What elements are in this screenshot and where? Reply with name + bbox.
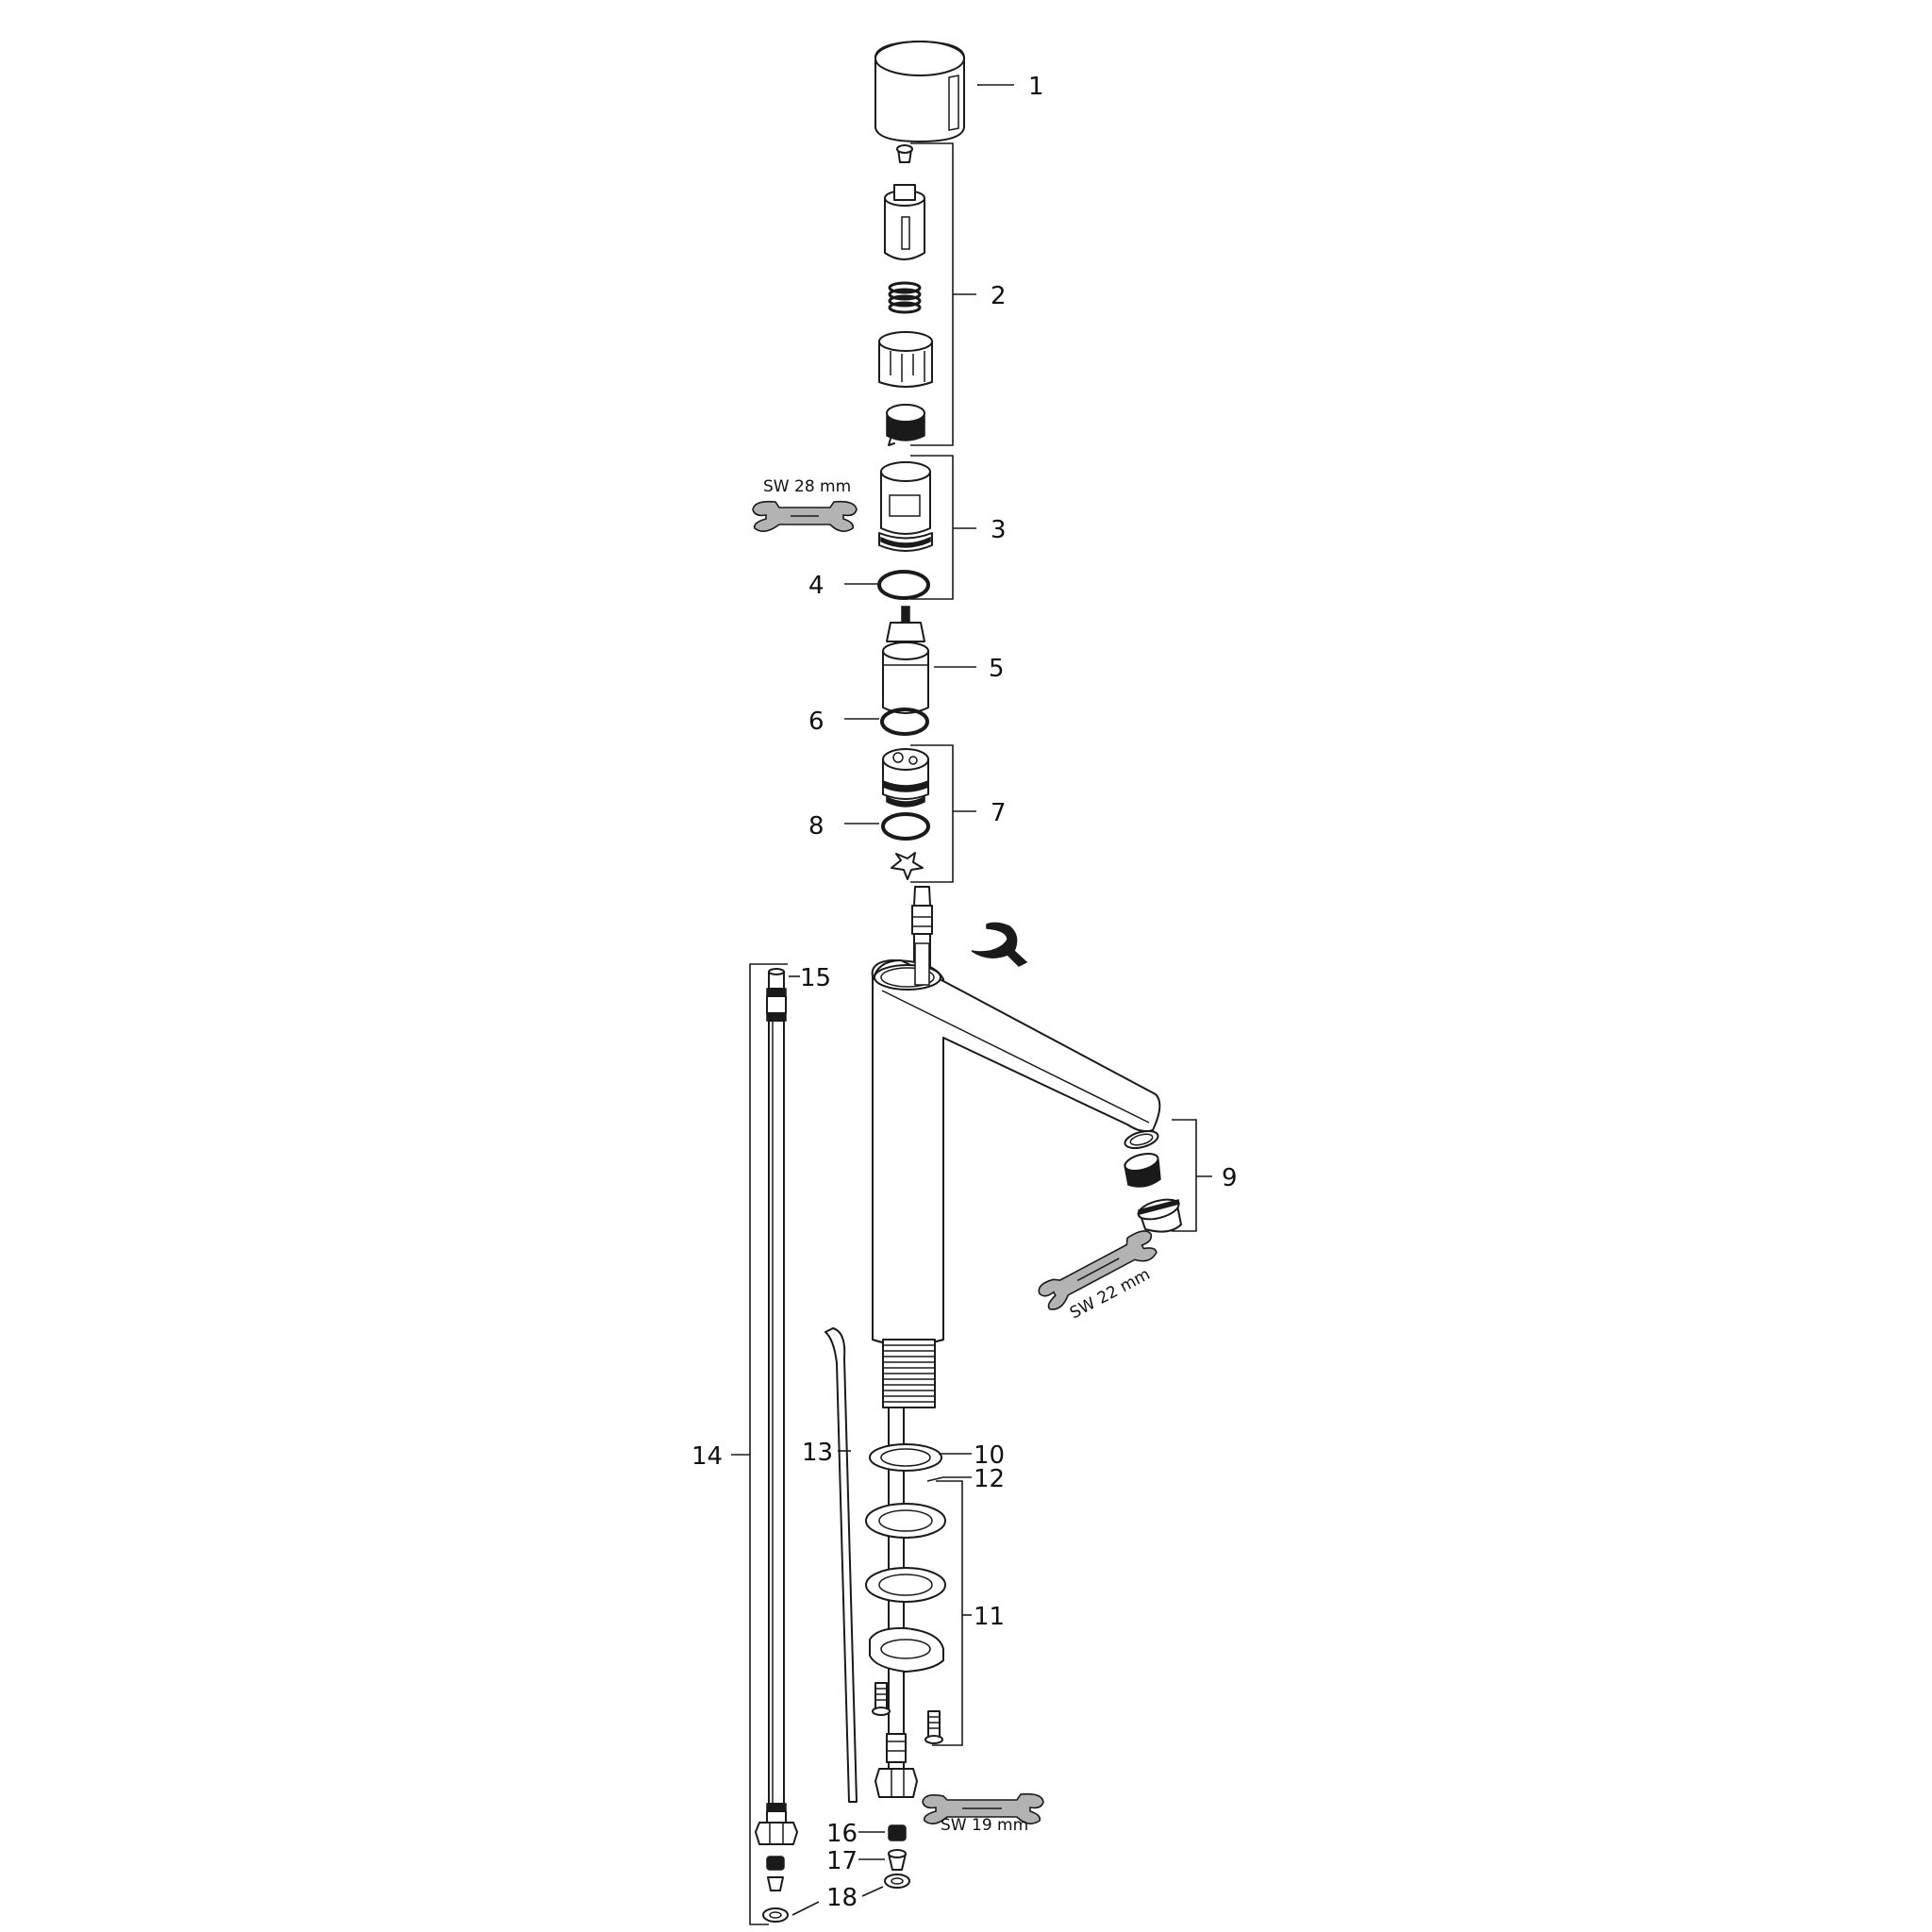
part-label-11: 11 bbox=[974, 1603, 1005, 1631]
part-18-seal bbox=[884, 1874, 910, 1889]
part-12-seal-ring bbox=[865, 1503, 946, 1539]
part-13-fixing-rod bbox=[824, 1327, 858, 1803]
part-9-aerator bbox=[1124, 1129, 1182, 1233]
part-label-2: 2 bbox=[991, 282, 1007, 310]
part-8-o-ring bbox=[881, 812, 930, 841]
part-label-5: 5 bbox=[989, 655, 1005, 683]
part-4-o-ring bbox=[877, 570, 930, 600]
part-label-7: 7 bbox=[991, 799, 1007, 827]
bracket-7 bbox=[910, 744, 954, 883]
part-11-fixing-set bbox=[865, 1567, 946, 1763]
part-label-13: 13 bbox=[802, 1439, 833, 1467]
part-label-8: 8 bbox=[808, 812, 824, 841]
wrench-icon bbox=[1038, 1230, 1158, 1310]
wrench-sw19: SW 19 mm bbox=[922, 1792, 1044, 1835]
part-label-3: 3 bbox=[991, 516, 1007, 544]
part-label-6: 6 bbox=[808, 708, 824, 736]
wrench-size-label: SW 19 mm bbox=[941, 1816, 1028, 1835]
part-label-9: 9 bbox=[1222, 1164, 1238, 1192]
wrench-icon bbox=[922, 1792, 1044, 1824]
c-clip-tool bbox=[971, 922, 1028, 967]
part-14-connection-hose bbox=[755, 968, 798, 1923]
part-label-12: 12 bbox=[974, 1465, 1005, 1493]
part-label-18: 18 bbox=[826, 1884, 858, 1912]
part-label-10: 10 bbox=[974, 1441, 1005, 1470]
part-label-16: 16 bbox=[826, 1820, 858, 1848]
part-17-reducer bbox=[888, 1849, 907, 1871]
part-6-o-ring bbox=[880, 708, 929, 736]
wrench-icon bbox=[752, 500, 858, 532]
part-label-4: 4 bbox=[808, 572, 824, 600]
bracket-2 bbox=[910, 142, 954, 446]
part-label-17: 17 bbox=[826, 1847, 858, 1875]
part-2-handle-mechanism bbox=[878, 144, 933, 446]
bracket-14 bbox=[749, 963, 788, 1925]
bracket-11 bbox=[932, 1480, 963, 1746]
part-3-bonnet bbox=[878, 461, 933, 552]
part-label-1: 1 bbox=[1028, 73, 1044, 101]
wrench-sw28: SW 28 mm bbox=[752, 477, 858, 532]
part-7-valve-insert bbox=[882, 748, 929, 808]
bracket-9 bbox=[1172, 1119, 1197, 1232]
wrench-size-label: SW 28 mm bbox=[763, 477, 851, 496]
bracket-3 bbox=[910, 455, 954, 600]
wrench-sw22: SW 22 mm bbox=[1038, 1230, 1158, 1323]
part-label-14: 14 bbox=[691, 1442, 723, 1471]
part-7-clip bbox=[891, 852, 924, 880]
part-16-filter bbox=[888, 1824, 907, 1841]
part-10-washer bbox=[869, 1443, 942, 1472]
hex-nut bbox=[874, 1768, 918, 1798]
part-1-handle-cap bbox=[874, 41, 979, 142]
threaded-shank bbox=[882, 1339, 936, 1408]
part-label-15: 15 bbox=[800, 964, 831, 992]
part-5-cartridge bbox=[882, 606, 929, 714]
